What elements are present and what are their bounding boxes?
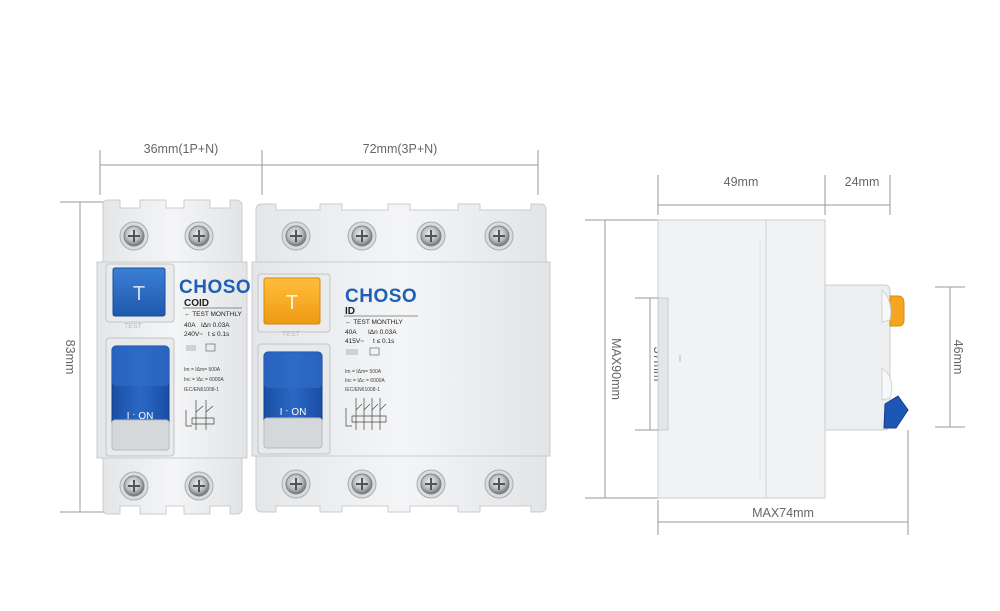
label-side-front: 24mm xyxy=(845,175,880,189)
label-side-depth: 49mm xyxy=(724,175,759,189)
model-3p: ID xyxy=(345,306,355,317)
trip-time-3p: t ≤ 0.1s xyxy=(373,338,395,345)
screw-icon xyxy=(416,469,446,499)
screw-icon xyxy=(184,221,214,251)
voltage-3p: 415V~ xyxy=(345,338,364,345)
screw-icon xyxy=(119,221,149,251)
standard-3p: IEC/EN61008-1 xyxy=(345,387,380,393)
screw-icon xyxy=(484,221,514,251)
screw-icon xyxy=(416,221,446,251)
lever-label-3p: NO · I xyxy=(280,405,307,416)
test-button-orange xyxy=(263,277,321,325)
wiring-diagram-icon xyxy=(185,400,215,430)
label-width-1p: 36mm(1P+N) xyxy=(144,142,219,156)
lever-label-1p: NO · I xyxy=(127,409,154,420)
test-monthly-1p: ← TEST MONTHLY xyxy=(184,311,242,318)
test-button-label: T xyxy=(133,283,145,305)
screw-icon xyxy=(119,471,149,501)
inc-3p: Inc = IΔc = 6000A xyxy=(345,378,385,384)
label-width-3p: 72mm(3P+N) xyxy=(363,142,438,156)
test-button-blue xyxy=(112,267,166,317)
wiring-diagram-icon xyxy=(345,398,387,430)
rcd-1p-device: T TEST CHOSO COID ← TEST MONTHLY 40A IΔn… xyxy=(96,199,251,515)
rating-1p: 40A xyxy=(184,322,196,329)
screw-icon xyxy=(484,469,514,499)
idn-1p: IΔn 0.03A xyxy=(201,322,230,329)
test-text: TEST xyxy=(124,323,143,330)
im-1p: Im = IΔm= 500A xyxy=(184,367,221,373)
test-button-label-3p: T xyxy=(286,292,298,314)
test-monthly-3p: ← TEST MONTHLY xyxy=(345,319,403,326)
inc-1p: Inc = IΔc = 6000A xyxy=(184,377,224,383)
dimension-labels: 36mm(1P+N) 72mm(3P+N) 83mm 49mm 24mm MAX… xyxy=(63,142,965,520)
rating-3p: 40A xyxy=(345,329,357,336)
screw-icon xyxy=(184,471,214,501)
label-side-max-depth: MAX74mm xyxy=(752,506,814,520)
screw-icon xyxy=(347,221,377,251)
screw-icon xyxy=(347,469,377,499)
test-text-3p: TEST xyxy=(282,331,301,338)
label-side-max-height: MAX90mm xyxy=(609,338,623,400)
screw-icon xyxy=(281,221,311,251)
voltage-1p: 240V~ xyxy=(184,331,203,338)
standard-1p: IEC/EN61008-1 xyxy=(184,387,219,393)
screw-icon xyxy=(281,469,311,499)
trip-time-1p: t ≤ 0.1s xyxy=(208,331,230,338)
brand-logo-3p: CHOSO xyxy=(345,286,417,307)
rcd-3p-device: T TEST CHOSO ID ← TEST MONTHLY 40A IΔn 0… xyxy=(251,203,551,513)
dimension-lines xyxy=(60,150,965,535)
model-1p: COID xyxy=(184,298,209,309)
test-button-side xyxy=(889,295,905,327)
brand-logo-1p: CHOSO xyxy=(179,277,251,298)
label-side-front-height: 46mm xyxy=(951,340,965,375)
im-3p: Im = IΔm= 500A xyxy=(345,369,382,375)
label-height-front: 83mm xyxy=(63,340,77,375)
idn-3p: IΔn 0.03A xyxy=(368,329,397,336)
rcd-side-view xyxy=(657,219,909,499)
toggle-lever-side xyxy=(883,395,909,429)
